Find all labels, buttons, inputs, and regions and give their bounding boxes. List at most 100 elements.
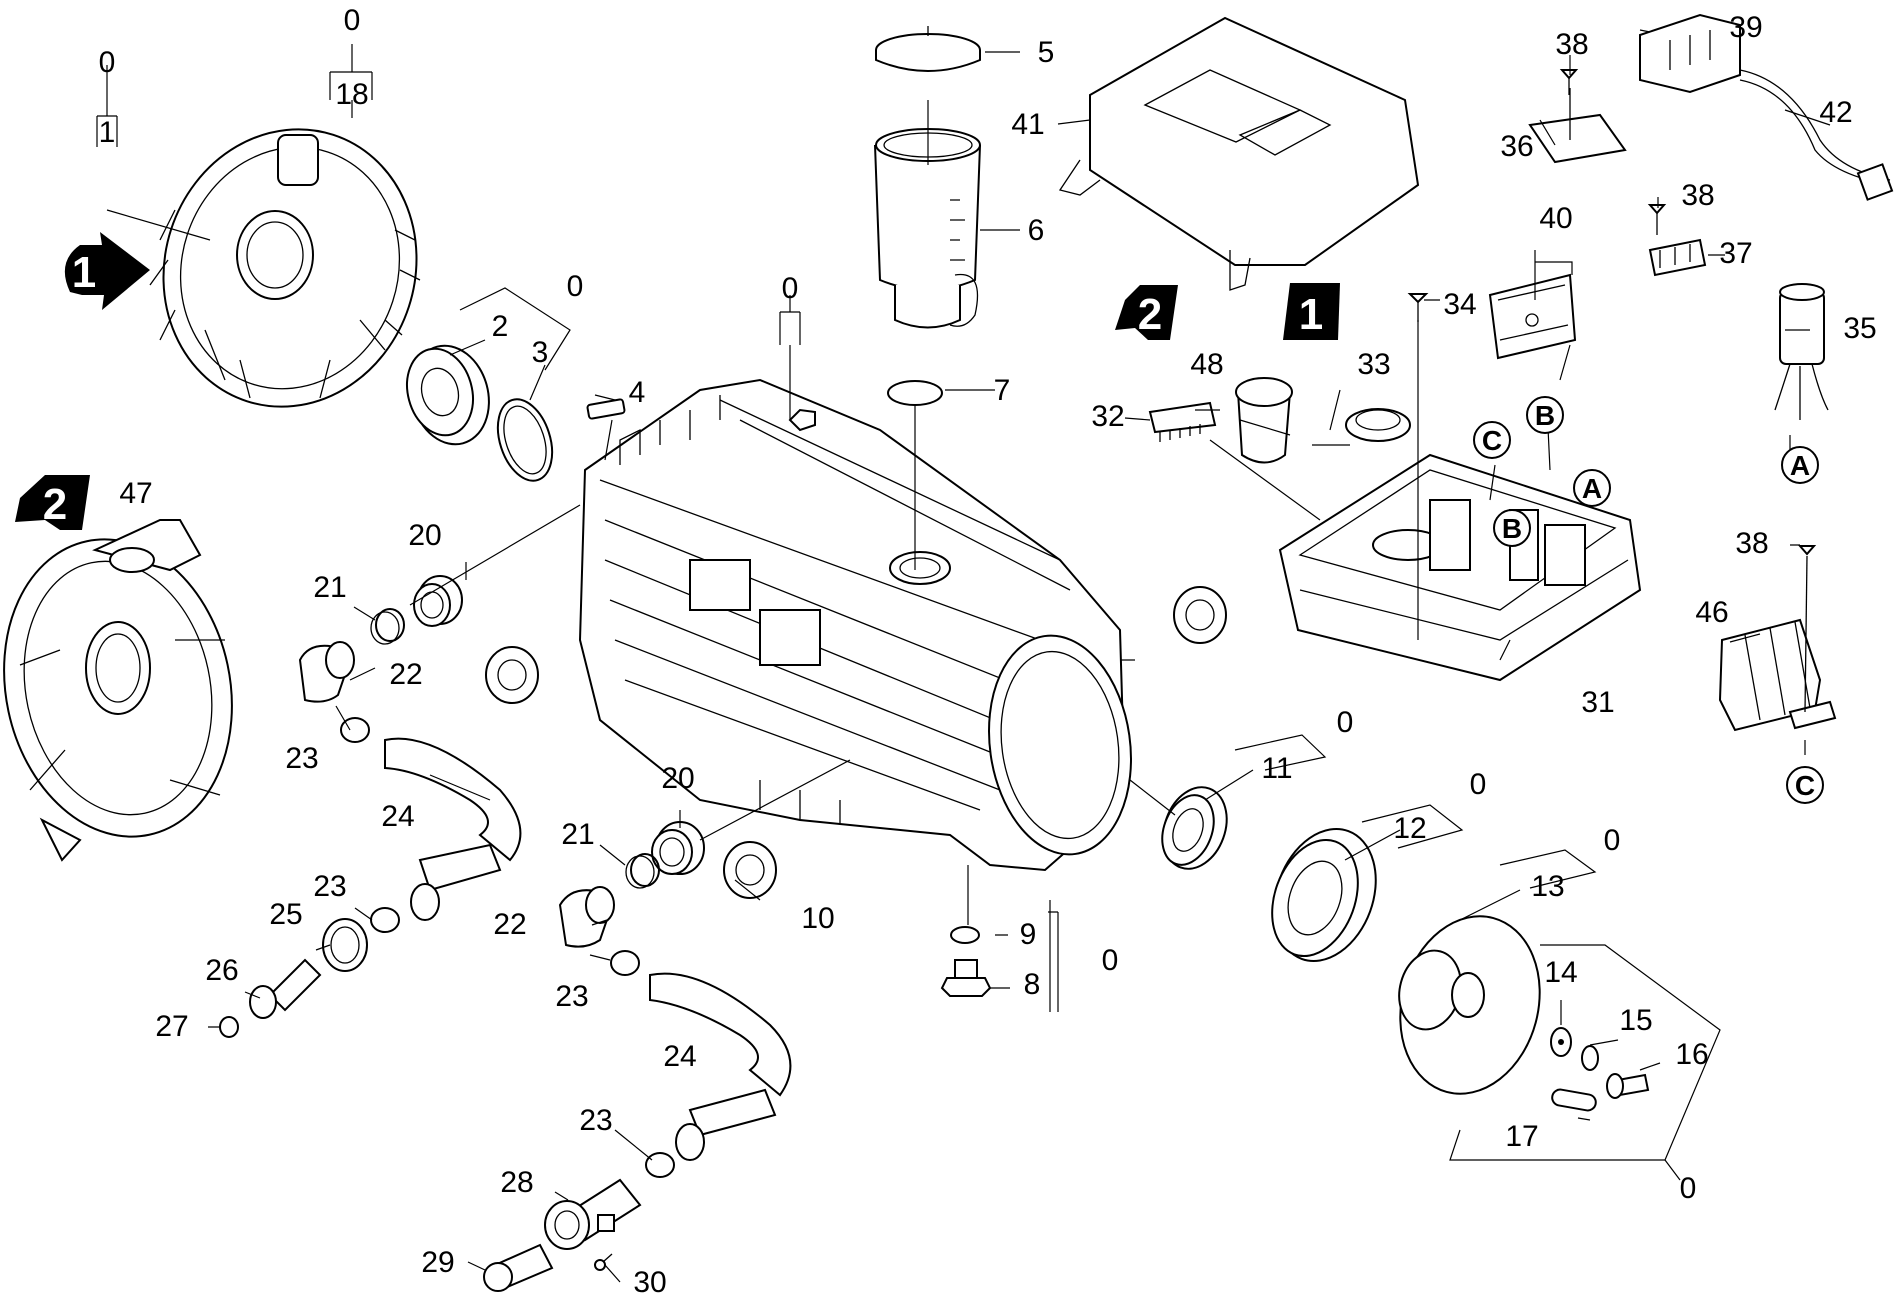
- bolt-16: [1606, 1073, 1650, 1099]
- sleeve-20-lower: [651, 821, 705, 875]
- hose-clamp-23-bottom: [645, 1152, 675, 1178]
- fan-cover-47: [3, 519, 233, 862]
- callout-4: 4: [629, 376, 646, 409]
- callout-23-b: 23: [555, 980, 588, 1013]
- callout-23-c: 23: [313, 870, 346, 903]
- screw-38-b: [1647, 204, 1667, 235]
- callout-7: 7: [994, 374, 1011, 407]
- ref-a-wire-label: A: [1790, 450, 1810, 481]
- connector-32: [1148, 401, 1217, 442]
- view-arrow-1-left-label: 1: [72, 248, 96, 297]
- ref-b-box-label: B: [1502, 513, 1522, 544]
- cable-42: [1739, 69, 1894, 201]
- callout-0-b: 0: [344, 4, 361, 37]
- terminal-box-cover-41: [1058, 16, 1420, 291]
- callout-47: 47: [119, 477, 152, 510]
- key-17: [1551, 1088, 1597, 1112]
- callout-37: 37: [1719, 237, 1752, 270]
- drain-plug-8: [940, 959, 992, 997]
- callout-23-a: 23: [285, 742, 318, 775]
- callout-38-b: 38: [1681, 179, 1714, 212]
- terminal-block-46: [1718, 618, 1837, 732]
- valve-28: [544, 1178, 642, 1250]
- callout-29: 29: [421, 1246, 454, 1279]
- callout-3: 3: [532, 336, 549, 369]
- ref-c-box-label: C: [1482, 425, 1502, 456]
- contactor-39: [1639, 13, 1741, 94]
- callout-0-e: 0: [1102, 944, 1119, 977]
- callout-39: 39: [1729, 11, 1762, 44]
- callout-36: 36: [1500, 130, 1533, 163]
- callout-26: 26: [205, 954, 238, 987]
- callout-25: 25: [269, 898, 302, 931]
- key-4: [586, 398, 626, 420]
- hose-clamp-23-left: [370, 907, 400, 933]
- callout-8: 8: [1024, 968, 1041, 1001]
- callout-labels: 0 1 0 18 0 2 3 4 0 5 6 7 41 38 36 39 42 …: [99, 4, 1877, 1299]
- callout-0-h: 0: [1604, 824, 1621, 857]
- callout-10: 10: [801, 902, 834, 935]
- pulley-13: [1398, 915, 1541, 1095]
- nipple-26: [249, 958, 322, 1019]
- spring-clip-21-upper: [370, 608, 405, 645]
- callout-21-b: 21: [561, 818, 594, 851]
- ref-circle-b-board: B: [1526, 396, 1564, 434]
- screw-30: [594, 1253, 613, 1271]
- callout-0-a: 0: [99, 46, 116, 79]
- callout-41: 41: [1011, 108, 1044, 141]
- ref-circle-a-box: A: [1573, 469, 1611, 507]
- callout-38-a: 38: [1555, 28, 1588, 61]
- ref-b-board-label: B: [1535, 400, 1555, 431]
- callout-6: 6: [1028, 214, 1045, 247]
- callout-22-b: 22: [493, 908, 526, 941]
- callout-42: 42: [1819, 96, 1852, 129]
- view-arrow-1-right-label: 1: [1299, 290, 1323, 339]
- callout-0-c: 0: [567, 270, 584, 303]
- cable-gland-48: [1235, 377, 1293, 464]
- circuit-board-40: [1488, 273, 1577, 360]
- view-arrow-1-right: 1: [1283, 283, 1340, 340]
- bracket-36: [1528, 88, 1627, 164]
- callout-31: 31: [1581, 686, 1614, 719]
- ref-circle-c-clip: C: [1786, 766, 1824, 804]
- pump-motor-housing: [578, 378, 1132, 872]
- shaft-seal-11: [1161, 786, 1228, 870]
- ref-a-box-label: A: [1582, 473, 1602, 504]
- hose-clamp-23-upper: [340, 717, 370, 743]
- callout-17: 17: [1505, 1120, 1538, 1153]
- callout-2: 2: [492, 310, 509, 343]
- screw-38-c: [1797, 545, 1817, 713]
- callout-21-a: 21: [313, 571, 346, 604]
- callout-33: 33: [1357, 348, 1390, 381]
- reservoir-cap-5: [875, 26, 981, 72]
- union-nut-25: [322, 918, 368, 972]
- callout-20-b: 20: [661, 762, 694, 795]
- callout-46: 46: [1695, 596, 1728, 629]
- callout-35: 35: [1843, 312, 1876, 345]
- screw-38-a: [1559, 69, 1579, 95]
- capacitor-35: [1774, 283, 1829, 420]
- callout-15: 15: [1619, 1004, 1652, 1037]
- ref-c-clip-label: C: [1795, 770, 1815, 801]
- terminal-clip-37: [1648, 238, 1707, 277]
- view-arrow-2-left: 2: [15, 475, 90, 530]
- callout-48: 48: [1190, 348, 1223, 381]
- ref-circle-a-wire: A: [1781, 446, 1819, 484]
- callout-20-a: 20: [408, 519, 441, 552]
- screw-34: [1407, 293, 1429, 322]
- elbow-22-lower: [558, 886, 615, 948]
- callout-0-g: 0: [1470, 768, 1487, 801]
- callout-16: 16: [1675, 1038, 1708, 1071]
- callout-24-b: 24: [663, 1040, 696, 1073]
- callout-40: 40: [1539, 202, 1572, 235]
- bushing-left: [485, 646, 539, 704]
- o-ring-7: [887, 380, 943, 406]
- spring-clip-21-lower: [625, 853, 660, 889]
- callout-24-a: 24: [381, 800, 414, 833]
- callout-28: 28: [500, 1166, 533, 1199]
- callout-18: 18: [335, 78, 368, 111]
- roller-bearing-12: [1271, 828, 1377, 962]
- motor-end-cover-18: [149, 128, 421, 408]
- callout-0-i: 0: [1680, 1172, 1697, 1205]
- strainer-29: [483, 1243, 554, 1292]
